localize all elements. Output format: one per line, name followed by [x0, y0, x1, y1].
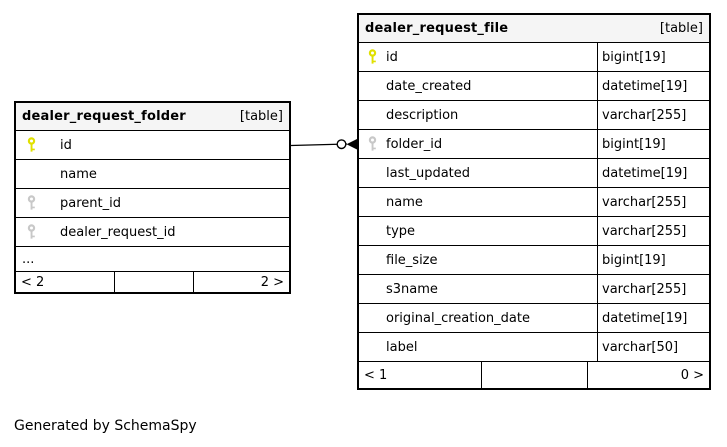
key-cell [367, 43, 386, 71]
column-name: label [386, 339, 418, 355]
column-type: bigint[19] [597, 246, 709, 274]
key-cell [26, 160, 60, 188]
column-name: name [386, 194, 423, 210]
footer-parent-count: < 2 [21, 274, 45, 290]
arrowhead [346, 139, 357, 150]
primary-key-icon [368, 49, 377, 64]
column-name: original_creation_date [386, 310, 530, 326]
column-name: file_size [386, 252, 438, 268]
foreign-key-icon [368, 136, 377, 151]
column-row: file_size bigint[19] [359, 245, 709, 274]
column-name: type [386, 223, 416, 239]
primary-key-icon [27, 137, 36, 152]
table-tag: [table] [659, 21, 703, 36]
key-cell [26, 131, 60, 159]
key-cell [367, 130, 386, 158]
key-cell [367, 72, 386, 100]
column-row: last_updated datetime[19] [359, 158, 709, 187]
column-row: s3name varchar[255] [359, 274, 709, 303]
table-footer: < 2 2 > [16, 271, 289, 292]
key-cell [367, 101, 386, 129]
table-header: dealer_request_folder [table] [16, 103, 289, 130]
column-row: description varchar[255] [359, 100, 709, 129]
relationship-connector [291, 139, 357, 150]
column-type: varchar[255] [597, 101, 709, 129]
table-tag: [table] [239, 109, 283, 124]
key-cell [26, 218, 60, 246]
column-name: last_updated [386, 165, 471, 181]
column-row: parent_id [16, 188, 289, 217]
column-name: name [60, 166, 97, 182]
column-name: s3name [386, 281, 438, 297]
column-type: varchar[255] [597, 275, 709, 303]
table-name[interactable]: dealer_request_folder [22, 109, 186, 124]
key-cell [367, 159, 386, 187]
column-row: original_creation_date datetime[19] [359, 303, 709, 332]
key-cell [26, 189, 60, 217]
column-row: dealer_request_id [16, 217, 289, 246]
column-name: id [60, 137, 72, 153]
footer-middle-cell [481, 362, 587, 388]
column-row: id [16, 130, 289, 159]
table-dealer-request-file: dealer_request_file [table] id bigint[19… [357, 13, 711, 390]
ellipsis-row: ... [16, 246, 289, 271]
column-type: varchar[255] [597, 188, 709, 216]
key-cell [367, 275, 386, 303]
column-row: name varchar[255] [359, 187, 709, 216]
key-cell [367, 246, 386, 274]
table-footer: < 1 0 > [359, 361, 709, 388]
generated-by-credit: Generated by SchemaSpy [14, 418, 197, 434]
column-row: name [16, 159, 289, 188]
column-type: datetime[19] [597, 304, 709, 332]
column-name: parent_id [60, 195, 121, 211]
column-type: varchar[50] [597, 333, 709, 361]
foreign-key-icon [27, 224, 36, 239]
column-name: dealer_request_id [60, 224, 176, 240]
column-row: label varchar[50] [359, 332, 709, 361]
footer-middle-cell [114, 272, 193, 292]
key-cell [367, 188, 386, 216]
key-cell [367, 304, 386, 332]
column-name: folder_id [386, 136, 443, 152]
column-name: id [386, 49, 398, 65]
zero-or-one-marker [336, 139, 347, 150]
column-name: date_created [386, 78, 472, 94]
column-row: date_created datetime[19] [359, 71, 709, 100]
column-type: datetime[19] [597, 72, 709, 100]
column-name: description [386, 107, 459, 123]
column-row: type varchar[255] [359, 216, 709, 245]
foreign-key-icon [27, 195, 36, 210]
footer-child-count: 0 > [587, 362, 709, 388]
table-dealer-request-folder: dealer_request_folder [table] id name [14, 101, 291, 294]
key-cell [367, 333, 386, 361]
column-type: datetime[19] [597, 159, 709, 187]
key-cell [367, 217, 386, 245]
column-type: bigint[19] [597, 43, 709, 71]
column-type: bigint[19] [597, 130, 709, 158]
table-name[interactable]: dealer_request_file [365, 21, 509, 36]
column-row: folder_id bigint[19] [359, 129, 709, 158]
footer-parent-count: < 1 [364, 367, 388, 383]
table-header: dealer_request_file [table] [359, 15, 709, 42]
column-row: id bigint[19] [359, 42, 709, 71]
footer-child-count: 2 > [193, 272, 289, 292]
column-type: varchar[255] [597, 217, 709, 245]
